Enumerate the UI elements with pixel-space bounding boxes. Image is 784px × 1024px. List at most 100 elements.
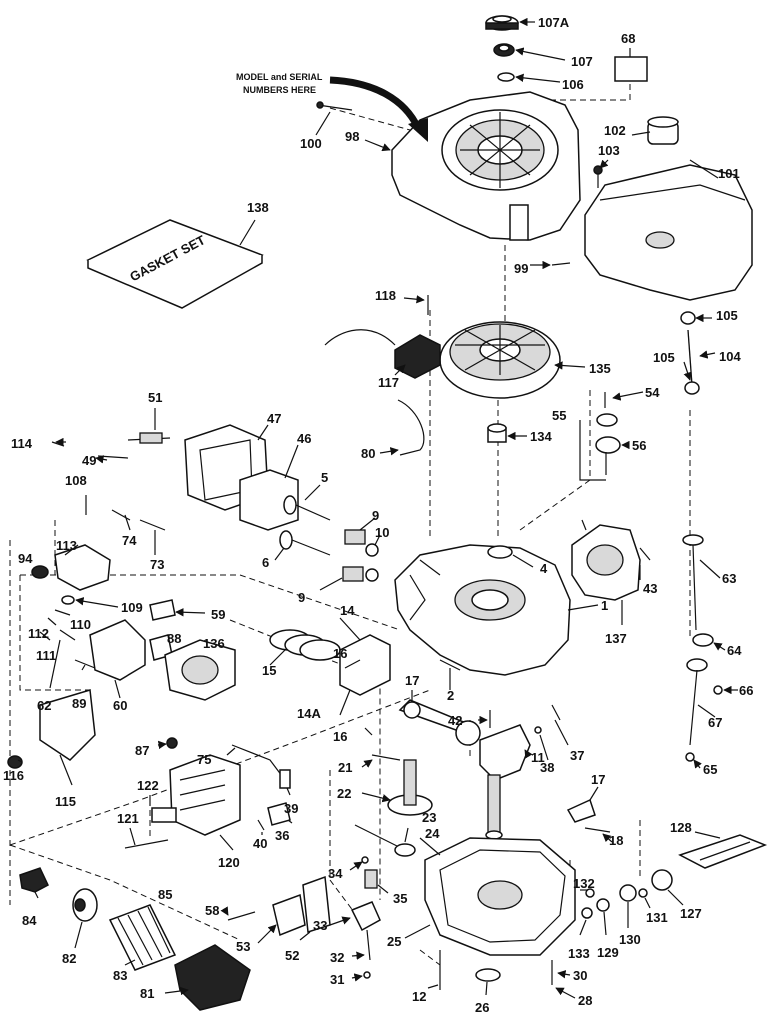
part-15-piston-rings <box>269 629 341 661</box>
label-115: 115 <box>55 794 76 809</box>
part-94-knob <box>31 565 49 579</box>
label-114: 114 <box>11 436 33 451</box>
label-136: 136 <box>203 636 225 651</box>
label-127: 127 <box>680 906 702 921</box>
label-14: 14 <box>340 603 355 618</box>
part-131-washer <box>638 888 648 898</box>
part-99-screw <box>551 262 571 266</box>
label-121: 121 <box>117 811 139 826</box>
label-16b: 16 <box>333 729 347 744</box>
part-81-filter-cover <box>174 944 251 1011</box>
label-107: 107 <box>571 54 593 69</box>
label-80: 80 <box>361 446 375 461</box>
part-106-washer <box>497 72 515 82</box>
label-117: 117 <box>378 375 399 390</box>
part-22-camshaft <box>387 759 433 816</box>
label-10: 10 <box>375 525 389 540</box>
label-105b: 105 <box>653 350 675 365</box>
leader-lines <box>17 17 738 999</box>
part-113-control-bracket <box>54 544 111 591</box>
label-49: 49 <box>82 453 96 468</box>
label-63: 63 <box>722 571 736 586</box>
part-35-spring <box>364 869 378 889</box>
part-138-gasket-set: GASKET SET <box>86 219 264 309</box>
part-59-gasket <box>149 599 176 621</box>
part-117-ignition-coil <box>324 329 441 379</box>
part-105b-clamp <box>684 381 700 395</box>
label-105a: 105 <box>716 308 738 323</box>
label-100: 100 <box>300 136 322 151</box>
part-105a-clamp <box>680 311 696 325</box>
label-89: 89 <box>72 696 86 711</box>
label-74: 74 <box>122 533 137 548</box>
part-66-screw <box>713 685 723 695</box>
label-15: 15 <box>262 663 276 678</box>
label-132: 132 <box>573 876 595 891</box>
part-127-bearing <box>651 869 673 891</box>
label-112: 112 <box>28 626 49 641</box>
part-89-screw <box>74 659 96 669</box>
label-84: 84 <box>22 913 37 928</box>
part-6-valve <box>279 530 331 556</box>
label-94: 94 <box>18 551 33 566</box>
part-64-oring <box>692 633 714 647</box>
part-49-screw <box>97 455 129 459</box>
label-6: 6 <box>262 555 269 570</box>
part-135-flywheel <box>439 321 561 399</box>
part-10b-retainer <box>365 568 379 582</box>
label-26: 26 <box>475 1000 489 1015</box>
part-60-intake <box>89 619 146 681</box>
label-106: 106 <box>562 77 584 92</box>
part-84-cover <box>19 867 49 893</box>
part-36-gasket <box>267 802 291 826</box>
label-33: 33 <box>313 918 327 933</box>
label-39: 39 <box>284 801 298 816</box>
label-133: 133 <box>568 946 590 961</box>
part-133-nut <box>581 907 593 919</box>
part-87-screw <box>166 737 178 749</box>
part-130-gear <box>619 884 637 902</box>
label-4: 4 <box>540 561 548 576</box>
label-59: 59 <box>211 607 225 622</box>
part-122-gasket <box>151 807 177 823</box>
part-31-clip <box>363 971 371 979</box>
label-108: 108 <box>65 473 87 488</box>
part-102-fuel-cap <box>647 116 679 145</box>
label-25: 25 <box>387 934 401 949</box>
label-111: 111 <box>36 648 56 663</box>
part-68-decal <box>614 56 648 82</box>
label-1: 1 <box>601 598 608 613</box>
part-136-carburetor <box>164 639 236 701</box>
part-101-fuel-tank <box>584 164 753 301</box>
label-102: 102 <box>604 123 626 138</box>
label-68: 68 <box>621 31 635 46</box>
part-10a-retainer <box>365 543 379 557</box>
label-99: 99 <box>514 261 528 276</box>
label-58: 58 <box>205 903 219 918</box>
part-109-washer <box>61 595 75 605</box>
label-37: 37 <box>570 748 584 763</box>
part-1-cylinder-block <box>394 544 571 676</box>
label-131: 131 <box>646 910 668 925</box>
part-40-screw <box>257 819 265 831</box>
label-135: 135 <box>589 361 611 376</box>
label-42: 42 <box>448 713 462 728</box>
part-25-sump <box>424 837 576 956</box>
label-67: 67 <box>708 715 722 730</box>
part-5-valve <box>283 495 331 521</box>
label-46: 46 <box>297 431 311 446</box>
part-2-dowel <box>439 659 461 671</box>
part-112-nut <box>47 617 57 626</box>
part-56-cover <box>595 436 621 454</box>
label-14A: 14A <box>297 706 321 721</box>
label-66: 66 <box>739 683 753 698</box>
part-137-rewind-starter <box>571 519 641 601</box>
part-98-blower-housing <box>391 91 581 241</box>
label-85: 85 <box>158 887 172 902</box>
label-43: 43 <box>643 581 657 596</box>
part-134-flywheel-key <box>487 423 507 443</box>
part-65-seal <box>685 752 695 762</box>
label-129: 129 <box>597 945 619 960</box>
label-101: 101 <box>718 166 740 181</box>
callout-labels: 107A 107 106 68 100 98 102 103 101 138 9… <box>3 15 753 1015</box>
